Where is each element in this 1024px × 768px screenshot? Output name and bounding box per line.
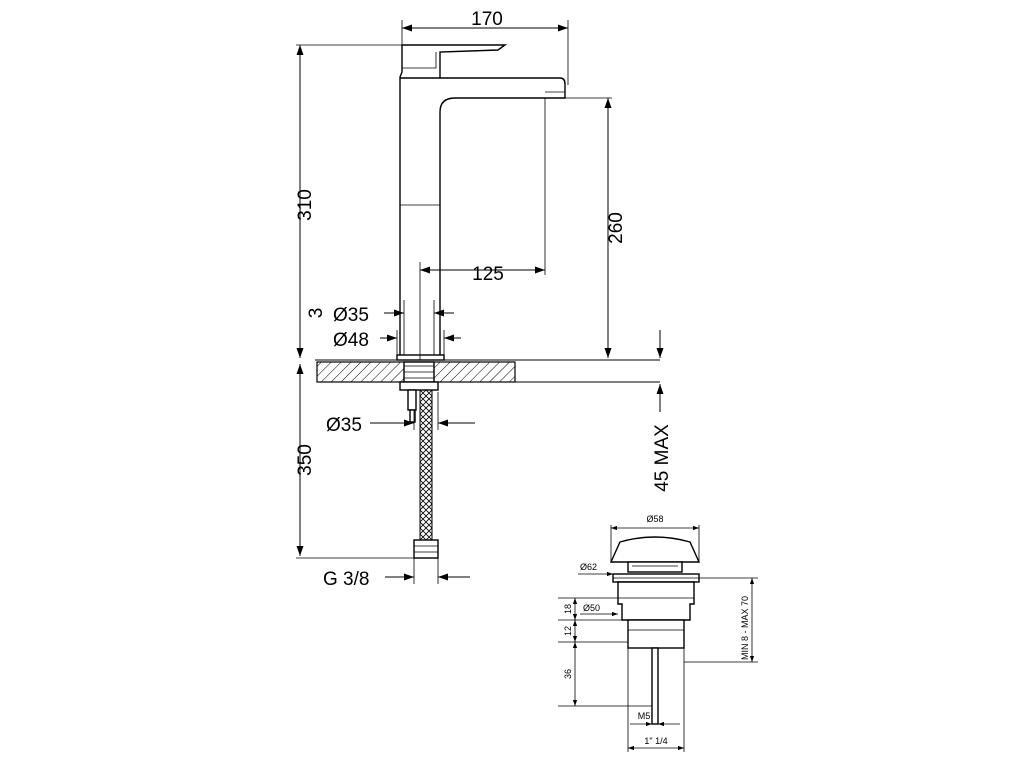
dim-diam-35-shank: Ø35 (326, 415, 362, 436)
base-ring (396, 354, 445, 361)
dim-diam-48: Ø48 (333, 330, 369, 351)
dim-170: 170 (471, 9, 503, 30)
drain-body (617, 581, 695, 621)
drain-tail (627, 619, 685, 649)
drain-cap-stem (627, 561, 683, 573)
dim-18: 18 (563, 604, 573, 614)
drain-drawing: Ø58 Ø62 Ø50 18 12 36 MIN 8 - MAX 70 M5 1… (558, 514, 758, 752)
dim-12: 12 (563, 626, 573, 636)
dim-260: 260 (606, 212, 627, 244)
nut (399, 381, 439, 391)
dim-diam-35-top: Ø35 (333, 305, 369, 326)
drain-cap (609, 536, 701, 563)
dim-125: 125 (472, 264, 504, 285)
dim-diam-50: Ø50 (583, 603, 600, 613)
braided-hose (419, 389, 433, 541)
dim-350: 350 (295, 444, 316, 476)
faucet-drawing: 170 310 260 125 3 Ø35 Ø48 Ø35 (295, 9, 673, 590)
lever-detail (401, 45, 437, 69)
dim-3: 3 (306, 308, 327, 319)
dim-g-3-8: G 3/8 (323, 569, 369, 590)
dim-45-max: 45 MAX (652, 424, 673, 492)
dim-diam-58: Ø58 (646, 514, 663, 524)
dim-36: 36 (563, 669, 573, 679)
dim-thread-1-1-4: 1" 1/4 (644, 736, 667, 746)
dim-310: 310 (295, 189, 316, 221)
stud (407, 389, 417, 411)
hose-fitting (413, 539, 439, 559)
dim-diam-62: Ø62 (580, 562, 597, 572)
drain-rod (651, 647, 659, 725)
dim-m5: M5 (638, 711, 651, 721)
dim-min-max: MIN 8 - MAX 70 (740, 596, 750, 660)
faucet-body (399, 44, 566, 360)
